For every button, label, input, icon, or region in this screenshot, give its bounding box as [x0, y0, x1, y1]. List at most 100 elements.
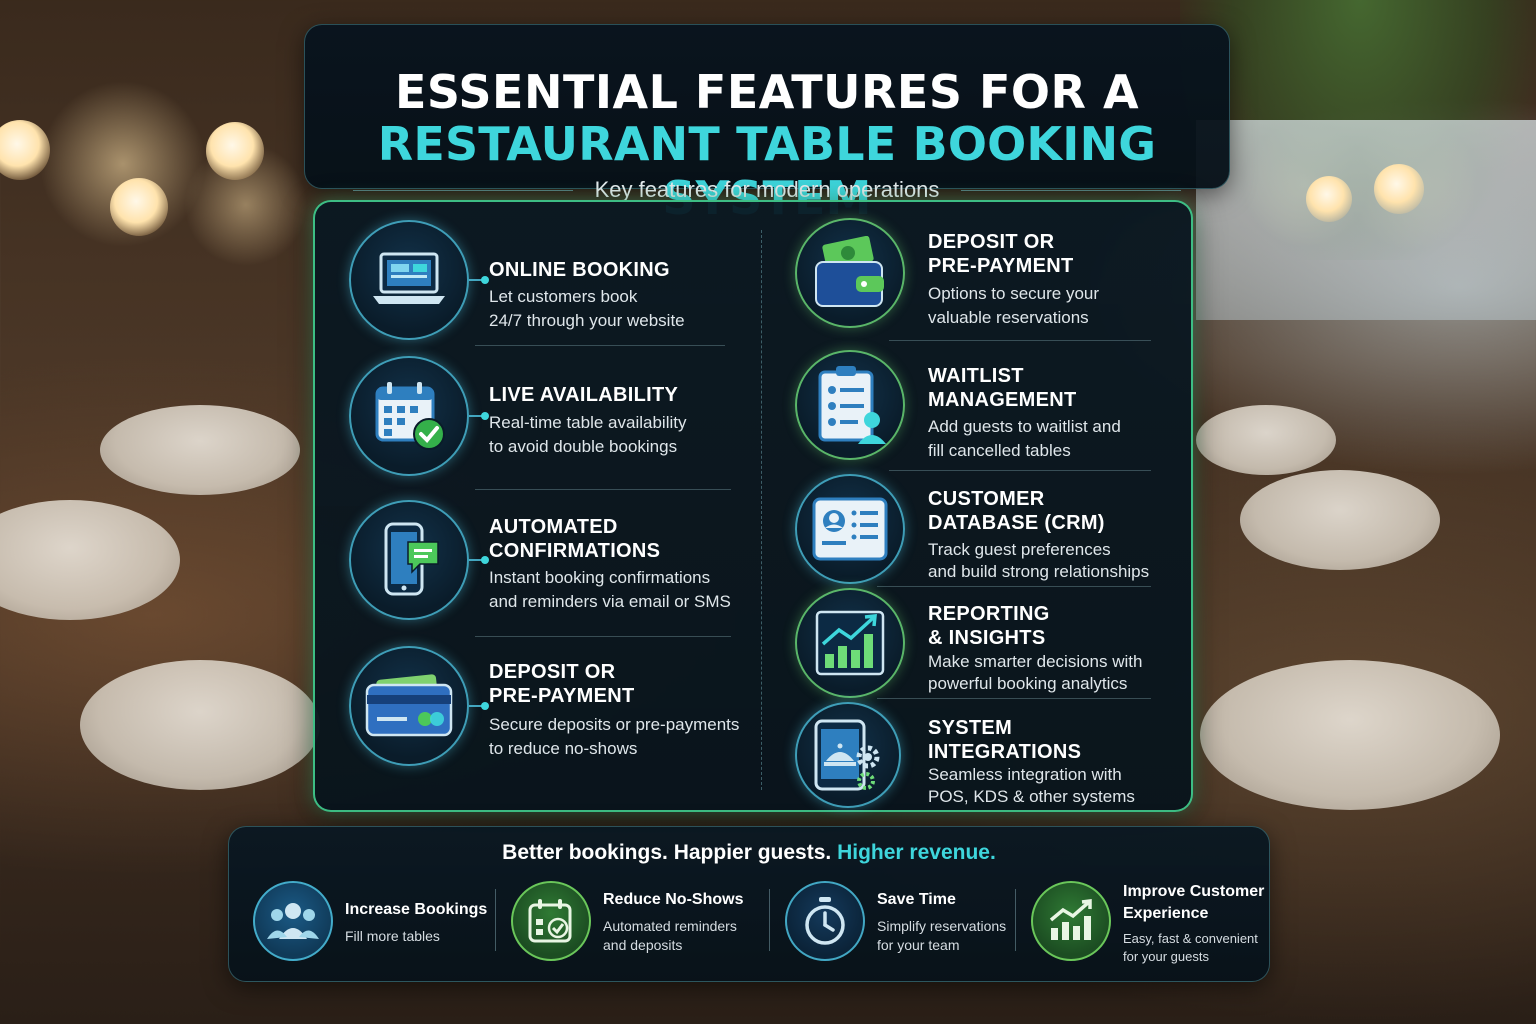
- feature-title: SYSTEM: [928, 717, 1013, 739]
- feature-desc: and build strong relationships: [928, 562, 1150, 581]
- feature-desc: Real-time table availability: [489, 413, 687, 432]
- feature-title: AUTOMATED: [489, 516, 618, 538]
- benefit-desc: Simplify reservations: [877, 918, 1007, 934]
- feature-title: ONLINE BOOKING: [489, 259, 670, 281]
- feature-rule: [877, 586, 1151, 587]
- feature-desc: and reminders via email or SMS: [489, 592, 731, 611]
- feature-desc: Instant booking confirmations: [489, 568, 711, 587]
- stopwatch-icon: [785, 881, 865, 961]
- feature-desc: Track guest preferences: [928, 540, 1111, 559]
- background-lamp: [1306, 176, 1352, 222]
- benefit-title: Experience: [1123, 905, 1209, 922]
- feature-live-availability: LIVE AVAILABILITY Real-time table availa…: [349, 356, 749, 476]
- benefit-divider: [1015, 889, 1016, 951]
- feature-desc: Add guests to waitlist and: [928, 417, 1121, 436]
- tagline-main: Better bookings. Happier guests.: [502, 841, 832, 864]
- subtitle-row: Key features for modern operations: [305, 177, 1229, 203]
- feature-online-booking: ONLINE BOOKING Let customers book 24/7 t…: [349, 220, 749, 340]
- feature-title: INTEGRATIONS: [928, 741, 1082, 763]
- benefit-title: Increase Bookings: [345, 901, 488, 918]
- background-table: [100, 405, 300, 495]
- benefit-desc: Fill more tables: [345, 928, 440, 944]
- background-lamp: [206, 122, 264, 180]
- feature-rule: [475, 489, 731, 490]
- calendar-check-icon: [349, 356, 469, 476]
- feature-desc: Let customers book: [489, 287, 638, 306]
- feature-automated-confirmations: AUTOMATED CONFIRMATIONS Instant booking …: [349, 500, 749, 620]
- laptop-icon: [349, 220, 469, 340]
- feature-title: REPORTING: [928, 603, 1050, 625]
- benefit-title: Reduce No-Shows: [603, 891, 744, 908]
- tagline: Better bookings. Happier guests. Higher …: [229, 841, 1269, 865]
- feature-rule: [475, 345, 725, 346]
- feature-title: & INSIGHTS: [928, 627, 1046, 649]
- subtitle-rule-left: [352, 189, 573, 191]
- growth-chart-icon: [1031, 881, 1111, 961]
- column-divider: [761, 230, 762, 790]
- phone-message-icon: [349, 500, 469, 620]
- subtitle-rule-right: [961, 189, 1182, 191]
- benefit-desc: for your guests: [1123, 949, 1209, 964]
- feature-desc: Secure deposits or pre-payments: [489, 715, 740, 734]
- background-table: [1200, 660, 1500, 810]
- clipboard-waitlist-icon: [795, 350, 905, 460]
- feature-rule: [475, 636, 731, 637]
- benefit-divider: [769, 889, 770, 951]
- background-lamp: [110, 178, 168, 236]
- feature-rule: [889, 340, 1151, 341]
- benefit-desc: Easy, fast & convenient: [1123, 931, 1258, 946]
- feature-title: CONFIRMATIONS: [489, 540, 661, 562]
- people-icon: [253, 881, 333, 961]
- background-table: [1196, 405, 1336, 475]
- feature-title: DEPOSIT OR: [489, 661, 616, 683]
- feature-connector: [469, 702, 489, 710]
- customer-profile-icon: [795, 474, 905, 584]
- feature-desc: Options to secure your: [928, 284, 1100, 303]
- feature-desc: to avoid double bookings: [489, 437, 678, 456]
- benefit-divider: [495, 889, 496, 951]
- feature-desc: POS, KDS & other systems: [928, 787, 1135, 806]
- feature-title: DEPOSIT OR: [928, 231, 1055, 253]
- feature-rule: [877, 698, 1151, 699]
- feature-system-integrations: SYSTEM INTEGRATIONS Seamless integration…: [795, 702, 1175, 810]
- background-table: [1240, 470, 1440, 570]
- benefit-desc: and deposits: [603, 937, 683, 953]
- feature-title: PRE-PAYMENT: [928, 255, 1074, 277]
- page-subtitle: Key features for modern operations: [594, 177, 940, 202]
- tagline-accent: Higher revenue.: [837, 841, 996, 864]
- wallet-cash-icon: [795, 218, 905, 328]
- benefit-desc: for your team: [877, 937, 960, 953]
- benefit-reduce-no-shows: Reduce No-Shows Automated reminders and …: [511, 879, 761, 963]
- feature-desc: valuable reservations: [928, 308, 1089, 327]
- feature-title: PRE-PAYMENT: [489, 685, 635, 707]
- feature-title: DATABASE (CRM): [928, 512, 1105, 534]
- background-lamp: [1374, 164, 1424, 214]
- title-panel: ESSENTIAL FEATURES FOR A RESTAURANT TABL…: [304, 24, 1230, 225]
- background-window: [1196, 120, 1536, 320]
- page-title: ESSENTIAL FEATURES FOR A: [394, 65, 1140, 119]
- features-panel: ONLINE BOOKING Let customers book 24/7 t…: [313, 200, 1193, 812]
- feature-title: LIVE AVAILABILITY: [489, 384, 679, 406]
- credit-card-icon: [349, 646, 469, 766]
- feature-desc: powerful booking analytics: [928, 674, 1128, 693]
- feature-customer-database: CUSTOMER DATABASE (CRM) Track guest pref…: [795, 474, 1175, 586]
- benefit-title: Improve Customer: [1123, 883, 1265, 900]
- benefit-save-time: Save Time Simplify reservations for your…: [785, 879, 1015, 963]
- feature-waitlist-management: WAITLIST MANAGEMENT Add guests to waitli…: [795, 350, 1175, 462]
- benefits-panel: Better bookings. Happier guests. Higher …: [228, 826, 1270, 982]
- growth-chart-icon: [795, 588, 905, 698]
- background-lamp: [0, 120, 50, 180]
- feature-connector: [469, 556, 489, 564]
- feature-deposit-right: DEPOSIT OR PRE-PAYMENT Options to secure…: [795, 218, 1175, 330]
- feature-rule: [889, 470, 1151, 471]
- feature-reporting-insights: REPORTING & INSIGHTS Make smarter decisi…: [795, 588, 1175, 700]
- tablet-integration-icon: [795, 702, 901, 808]
- calendar-check-icon: [511, 881, 591, 961]
- background-table: [0, 500, 180, 620]
- feature-title: MANAGEMENT: [928, 389, 1077, 411]
- feature-title: CUSTOMER: [928, 488, 1045, 510]
- feature-deposit-left: DEPOSIT OR PRE-PAYMENT Secure deposits o…: [349, 646, 749, 766]
- feature-connector: [469, 276, 489, 284]
- feature-desc: fill cancelled tables: [928, 441, 1071, 460]
- benefit-improve-experience: Improve Customer Experience Easy, fast &…: [1031, 879, 1265, 964]
